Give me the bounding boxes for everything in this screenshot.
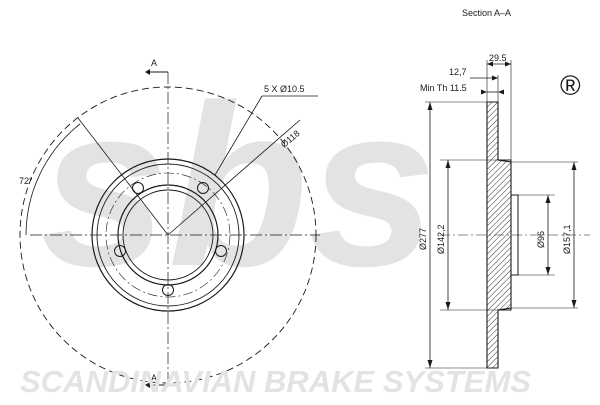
center-bore-label: Ø96 [536,231,546,248]
bolt-hole [215,245,227,257]
min-thickness-label: Min Th 11.5 [420,83,467,93]
section-marker-top-label: A [151,58,157,68]
bolt-hole-leader-line [214,95,263,176]
inner-diameter-label: Ø157,1 [562,224,572,254]
angle-arc [25,123,81,236]
logo-text: sbs [40,57,436,314]
bolt-hole [197,182,209,194]
brand-footer: SCANDINAVIAN BRAKE SYSTEMS [20,364,531,399]
hat-diameter-label: Ø142,2 [436,224,446,254]
horizontal-dimension-lines [470,63,511,93]
front-view [19,69,320,388]
bolt-hole [162,284,174,296]
section-arrow-top [145,69,150,75]
pcd-circle [105,172,231,298]
section-marker-bottom-label: A [151,373,157,383]
bolt-holes-label: 5 X Ø10.5 [264,84,305,94]
bolt-hole [132,182,144,194]
angle-label: 72° [19,176,33,186]
registered-mark: ® [560,70,581,101]
offset-label: 12,7 [449,67,467,77]
bolt-holes [114,182,227,296]
dimension-arrowheads [427,61,577,368]
vertical-dimension-lines [429,102,575,368]
section-view [425,60,590,369]
section-arrow-bottom [145,382,150,388]
sbs-watermark-logo: sbs [40,57,436,314]
bolt-hole [114,245,126,257]
center-bore-inner-circle [122,189,214,281]
outer-disc-outline [19,86,317,384]
hat-step-circle [96,163,240,307]
pcd-leader-line [167,119,301,236]
thickness-label: 29.5 [489,53,507,63]
hat-outer-circle [91,158,245,312]
section-title: Section A–A [462,8,511,18]
angle-leader-line [77,117,169,236]
outer-diameter-label: Ø277 [418,228,428,250]
